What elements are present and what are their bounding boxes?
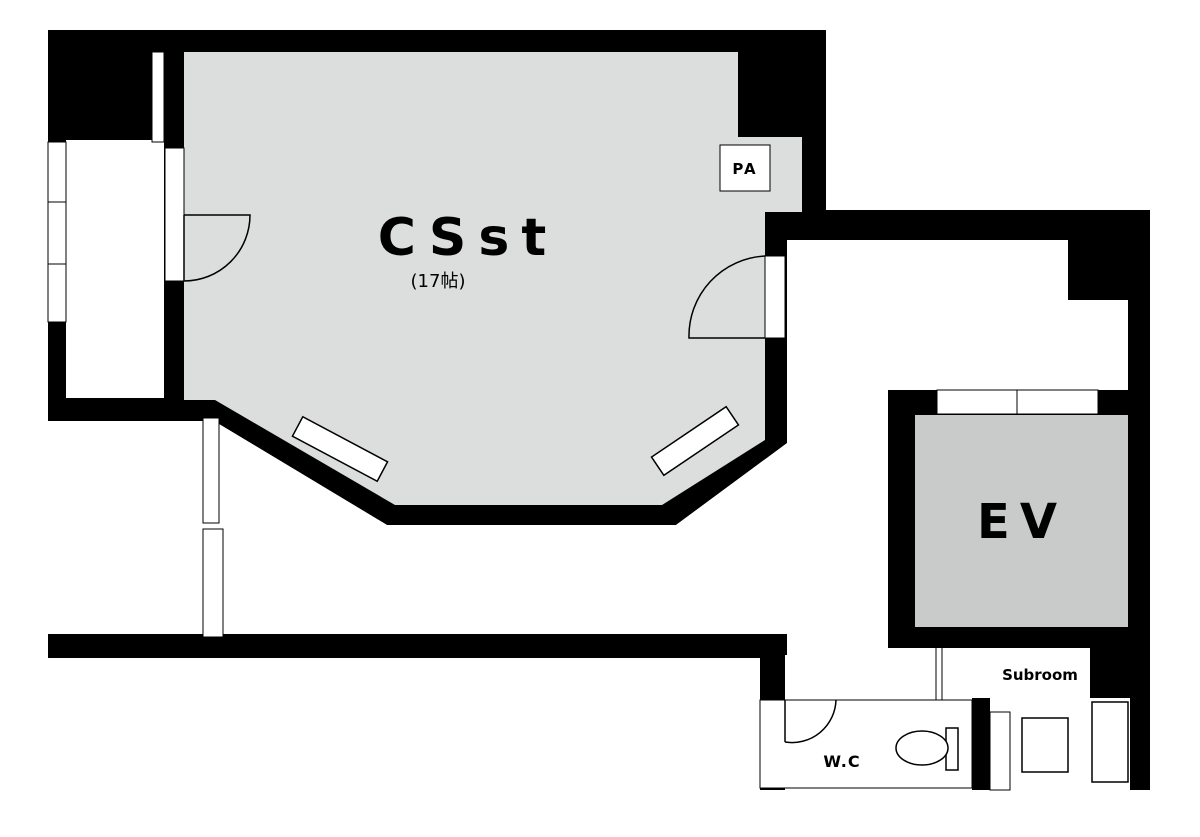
wc-door-swing (784, 699, 837, 744)
left-hallway-top-gap (151, 51, 165, 143)
subroom-floor (942, 650, 1090, 700)
corridor-partition-lower (202, 528, 224, 638)
corridor-partition-upper (202, 417, 220, 524)
corridor-bottom-wall (48, 634, 780, 658)
subroom-label: Subroom (1002, 666, 1078, 684)
speaker-left (291, 415, 389, 483)
studio-right-door-jamb (764, 255, 786, 339)
studio-right-door-swing (688, 255, 766, 339)
left-hallway (47, 51, 165, 398)
studio-right-door (688, 255, 786, 339)
left-hallway-floor (66, 140, 164, 398)
elevator-floor (915, 415, 1128, 627)
subroom: Subroom (935, 648, 1130, 791)
subroom-door-jamb (989, 711, 1011, 791)
speaker-right (650, 405, 740, 477)
pa-box (719, 144, 771, 192)
subroom-desk (1021, 717, 1069, 773)
wc-label: W.C (823, 752, 860, 771)
studio-left-door-jamb (164, 147, 185, 282)
elevator: EV (888, 389, 1150, 648)
studio-floor (184, 52, 802, 505)
wc: W.C (759, 699, 973, 789)
corridor-partition (202, 417, 224, 638)
subroom-cabinet (1091, 701, 1129, 783)
pa-label: PA (732, 160, 757, 178)
elevator-label: EV (977, 494, 1067, 550)
window-left (47, 141, 67, 323)
main-corridor-floor (214, 421, 787, 634)
studio-left-door (164, 147, 251, 282)
subroom-wall-block (972, 698, 990, 790)
toilet-bowl (895, 730, 949, 766)
studio-name: CSst (378, 208, 558, 268)
studio-left-door-swing (183, 214, 251, 282)
studio-size: (17帖) (411, 271, 466, 292)
